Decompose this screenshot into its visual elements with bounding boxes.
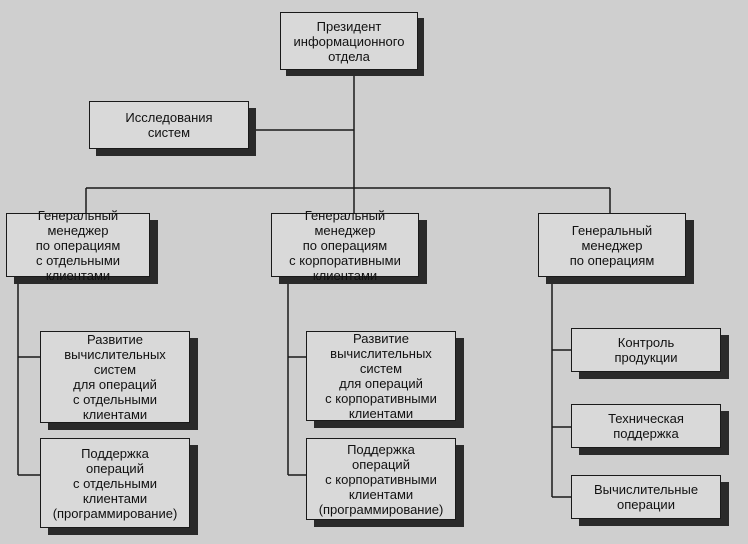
gm-individual-box: Генеральный менеджер по операциям с отде… xyxy=(6,208,150,283)
research-box: Исследования систем xyxy=(89,101,249,149)
dev-individual-box: Развитие вычислительных систем для опера… xyxy=(40,331,190,423)
dev-corporate-box: Развитие вычислительных систем для опера… xyxy=(306,331,456,421)
support-individual-box: Поддержка операций с отдельными клиентам… xyxy=(40,438,190,528)
president-box: Президент информационного отдела xyxy=(280,12,418,70)
gm-operations-box: Генеральный менеджер по операциям xyxy=(538,213,686,277)
support-corporate-box: Поддержка операций с корпоративными клие… xyxy=(306,438,456,520)
gm-corporate-box: Генеральный менеджер по операциям с корп… xyxy=(271,208,419,283)
tech-support-box: Техническая поддержка xyxy=(571,404,721,448)
computing-ops-box: Вычислительные операции xyxy=(571,475,721,519)
product-control-box: Контроль продукции xyxy=(571,328,721,372)
